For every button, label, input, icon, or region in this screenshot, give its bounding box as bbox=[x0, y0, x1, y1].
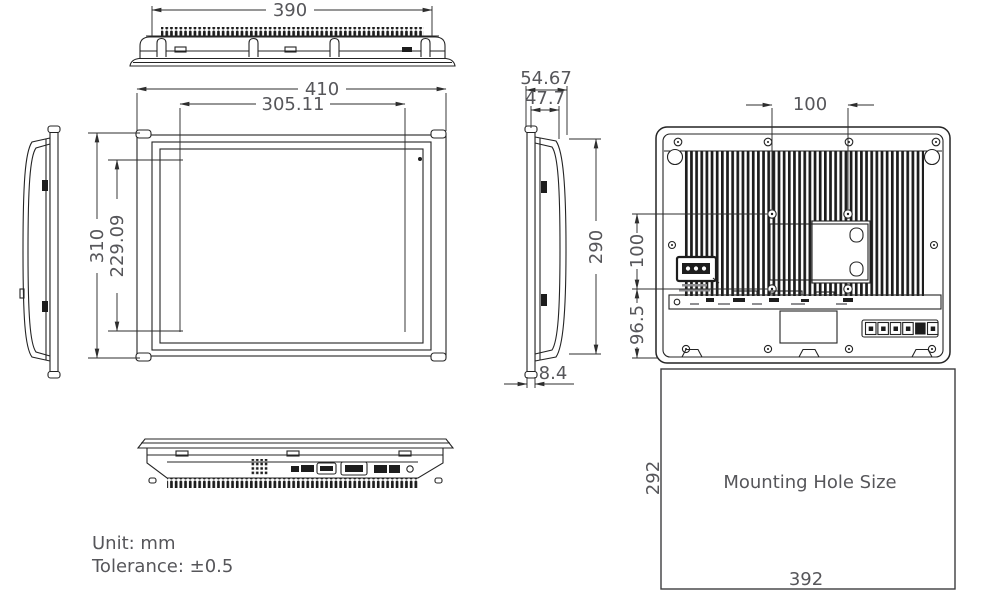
mounting-clamp-post bbox=[248, 37, 259, 57]
dim-47-7: 47.7 bbox=[525, 88, 565, 109]
rating-label-plate bbox=[779, 310, 838, 344]
corner-gasket bbox=[430, 352, 447, 362]
bottom-heatsink-fins bbox=[167, 478, 418, 488]
top-view: 390 bbox=[129, 0, 456, 67]
clamp-slot bbox=[174, 46, 187, 53]
foot bbox=[434, 477, 443, 484]
front-outer-frame bbox=[136, 134, 447, 357]
bottom-tab bbox=[681, 348, 703, 358]
dc-jack-port bbox=[389, 465, 400, 473]
front-bezel-edge bbox=[526, 128, 536, 375]
corner-hole bbox=[666, 148, 684, 166]
dim-305-11: 305.11 bbox=[262, 94, 325, 115]
clamp-slot bbox=[402, 47, 412, 52]
dim-310: 310 bbox=[87, 229, 108, 263]
power-button bbox=[406, 465, 414, 473]
bottom-view bbox=[136, 438, 455, 488]
tolerance-note: Tolerance: ±0.5 bbox=[91, 556, 233, 577]
side-slot bbox=[42, 301, 48, 312]
mounting-clamp-post bbox=[156, 37, 167, 57]
front-view-dimensions: 410 305.11 310 229.09 bbox=[87, 79, 447, 359]
dim-290: 290 bbox=[586, 230, 607, 264]
mounting-hole-diagram: Mounting Hole Size 292 392 bbox=[643, 368, 956, 590]
clamp-slot bbox=[175, 450, 189, 457]
bottom-tab bbox=[798, 348, 820, 358]
io-port-strip bbox=[668, 290, 942, 310]
front-bezel bbox=[151, 141, 432, 351]
db9-serial-port bbox=[340, 461, 368, 476]
side-view: 54.67 47.7 290 8.4 bbox=[504, 68, 607, 388]
corner-gasket bbox=[430, 129, 447, 139]
dim-410: 410 bbox=[305, 79, 339, 100]
side-notch bbox=[19, 288, 25, 299]
dim-vesa-100-v: 100 bbox=[627, 234, 648, 268]
side-slot bbox=[541, 181, 547, 193]
dim-8-4: 8.4 bbox=[539, 363, 568, 384]
clamp-slot bbox=[398, 450, 412, 457]
dim-96-5: 96.5 bbox=[627, 305, 648, 345]
vent-holes bbox=[251, 459, 268, 475]
mounting-hole-size-label: Mounting Hole Size bbox=[723, 472, 896, 493]
vesa-plate-outline bbox=[769, 223, 869, 281]
dim-54-67: 54.67 bbox=[520, 68, 572, 89]
vesa-holes bbox=[767, 209, 853, 294]
mounting-clamp-post bbox=[329, 37, 340, 57]
dim-392: 392 bbox=[789, 569, 823, 590]
clamp-slot bbox=[286, 450, 300, 457]
foot bbox=[148, 477, 157, 484]
usb-port bbox=[301, 465, 314, 472]
corner-gasket bbox=[135, 129, 152, 139]
display-screen bbox=[159, 148, 424, 344]
rear-view-dimensions: 100 100 96.5 bbox=[627, 94, 874, 359]
front-view: 410 305.11 310 229.09 bbox=[87, 79, 447, 362]
rear-inner-frame bbox=[662, 133, 944, 358]
mounting-cutout-rect bbox=[660, 368, 956, 590]
bracket-slot bbox=[849, 227, 864, 243]
power-terminal-block bbox=[675, 255, 720, 292]
dim-229-09: 229.09 bbox=[107, 215, 128, 278]
side-view-dimensions: 54.67 47.7 290 8.4 bbox=[504, 68, 607, 388]
left-side-view bbox=[19, 125, 61, 379]
rear-outer-case bbox=[655, 126, 951, 364]
bottom-tab bbox=[911, 348, 933, 358]
mounting-clamp-post bbox=[420, 37, 431, 57]
rear-view: 100 100 96.5 bbox=[627, 94, 951, 364]
dim-390: 390 bbox=[273, 0, 307, 21]
power-led-dot bbox=[418, 157, 422, 161]
unit-note: Unit: mm bbox=[92, 533, 176, 554]
io-icon-block bbox=[861, 319, 939, 338]
bracket-slot bbox=[849, 261, 864, 277]
front-bezel-edge bbox=[49, 128, 59, 375]
side-slot bbox=[42, 180, 48, 191]
dim-top-overall-width: 390 bbox=[151, 0, 433, 37]
dim-292: 292 bbox=[643, 461, 664, 495]
lan-port bbox=[374, 465, 387, 473]
dim-vesa-100-h: 100 bbox=[793, 94, 827, 115]
notes: Unit: mm Tolerance: ±0.5 bbox=[91, 533, 233, 577]
usb-port bbox=[291, 466, 299, 472]
vga-port bbox=[316, 462, 337, 475]
top-heatsink-fins bbox=[161, 27, 424, 36]
clamp-slot bbox=[284, 46, 297, 53]
corner-hole bbox=[923, 148, 941, 166]
corner-gasket bbox=[135, 352, 152, 362]
side-slot bbox=[541, 294, 547, 306]
